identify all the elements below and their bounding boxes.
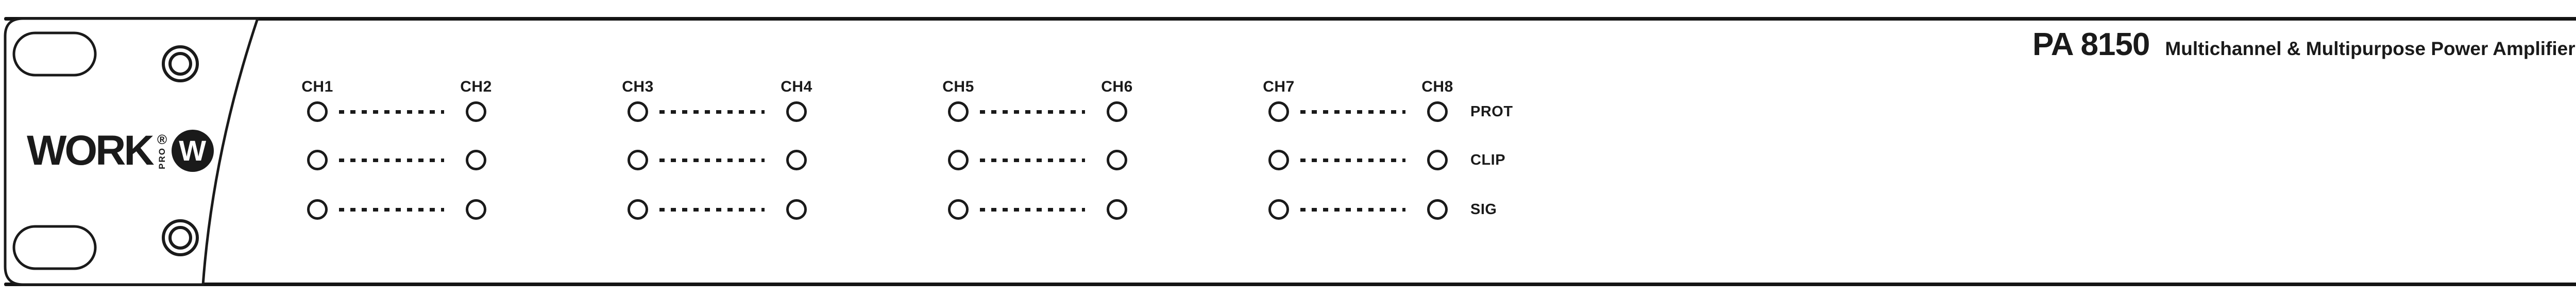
channel-label-ch8: CH8 [1421, 78, 1453, 95]
dotted-link [339, 159, 444, 162]
dotted-link [339, 110, 444, 114]
led-row-clip [307, 150, 486, 170]
led-ch2-clip [466, 150, 486, 170]
channel-label-ch6: CH6 [1101, 78, 1133, 95]
channel-label-ch4: CH4 [781, 78, 812, 95]
channel-label-ch3: CH3 [622, 78, 654, 95]
channel-label-ch1: CH1 [301, 78, 333, 95]
registered-trademark-icon: ® [157, 131, 167, 147]
led-row-sig [1268, 199, 1448, 220]
channel-group-3-4: CH3 CH4 [622, 77, 812, 232]
indicator-label-prot: PROT [1470, 103, 1513, 120]
model-name: PA 8150 [2032, 27, 2150, 62]
led-row-sig [307, 199, 486, 220]
screw-hole-bottom-left-inner [168, 226, 192, 250]
brand-wordmark: WORK [27, 127, 155, 174]
led-ch4-sig [786, 199, 807, 220]
brand-emblem-letter: W [179, 134, 207, 167]
led-ch3-prot [628, 101, 648, 122]
rack-ear-left [4, 17, 260, 286]
led-row-prot [948, 101, 1127, 122]
channel-group-5-6: CH5 CH6 [942, 77, 1132, 232]
dotted-link [980, 208, 1085, 212]
mount-slot-top-left [12, 31, 97, 77]
led-ch7-sig [1268, 199, 1289, 220]
panel-top-edge [4, 17, 2576, 21]
dotted-link [1300, 159, 1405, 162]
led-ch5-prot [948, 101, 969, 122]
led-ch1-clip [307, 150, 328, 170]
led-row-clip [1268, 150, 1448, 170]
channel-label-ch7: CH7 [1263, 78, 1295, 95]
led-row-clip [948, 150, 1127, 170]
dotted-link [659, 159, 765, 162]
led-row-clip [628, 150, 807, 170]
led-ch2-sig [466, 199, 486, 220]
dotted-link [659, 208, 765, 212]
led-ch5-clip [948, 150, 969, 170]
indicator-label-clip: CLIP [1470, 152, 1506, 168]
led-row-prot [628, 101, 807, 122]
dotted-link [980, 110, 1085, 114]
brand-pro-label: PRO [157, 147, 167, 169]
led-ch1-prot [307, 101, 328, 122]
mount-slot-bottom-left [12, 225, 97, 270]
channel-label-ch5: CH5 [942, 78, 974, 95]
dotted-link [339, 208, 444, 212]
led-row-prot [1268, 101, 1448, 122]
led-ch8-clip [1427, 150, 1448, 170]
led-ch3-clip [628, 150, 648, 170]
dotted-link [1300, 110, 1405, 114]
brand-w-emblem-icon: W [171, 130, 214, 172]
brand-mid-column: ® PRO [156, 133, 169, 169]
led-ch8-sig [1427, 199, 1448, 220]
led-ch8-prot [1427, 101, 1448, 122]
led-row-sig [628, 199, 807, 220]
channel-group-7-8: CH7 CH8 [1263, 77, 1453, 232]
led-ch6-clip [1107, 150, 1127, 170]
rack-ear-left-outline [4, 17, 260, 286]
led-row-sig [948, 199, 1127, 220]
indicator-label-sig: SIG [1470, 201, 1497, 218]
led-ch6-prot [1107, 101, 1127, 122]
led-ch2-prot [466, 101, 486, 122]
channel-group-1-2: CH1 CH2 [301, 77, 492, 232]
screw-hole-top-left-inner [168, 52, 192, 76]
led-ch7-prot [1268, 101, 1289, 122]
screw-hole-top-left-outer [162, 45, 199, 82]
panel-bottom-edge [4, 283, 2576, 286]
work-pro-logo: WORK ® PRO W [27, 127, 214, 174]
led-ch4-prot [786, 101, 807, 122]
led-ch1-sig [307, 199, 328, 220]
title-block: PA 8150 Multichannel & Multipurpose Powe… [2032, 29, 2575, 61]
screw-hole-bottom-left-outer [162, 219, 199, 256]
led-ch3-sig [628, 199, 648, 220]
led-ch6-sig [1107, 199, 1127, 220]
dotted-link [980, 159, 1085, 162]
led-ch5-sig [948, 199, 969, 220]
dotted-link [659, 110, 765, 114]
led-ch4-clip [786, 150, 807, 170]
led-ch7-clip [1268, 150, 1289, 170]
channel-label-ch2: CH2 [460, 78, 492, 95]
led-row-prot [307, 101, 486, 122]
model-description: Multichannel & Multipurpose Power Amplif… [2165, 38, 2575, 59]
dotted-link [1300, 208, 1405, 212]
